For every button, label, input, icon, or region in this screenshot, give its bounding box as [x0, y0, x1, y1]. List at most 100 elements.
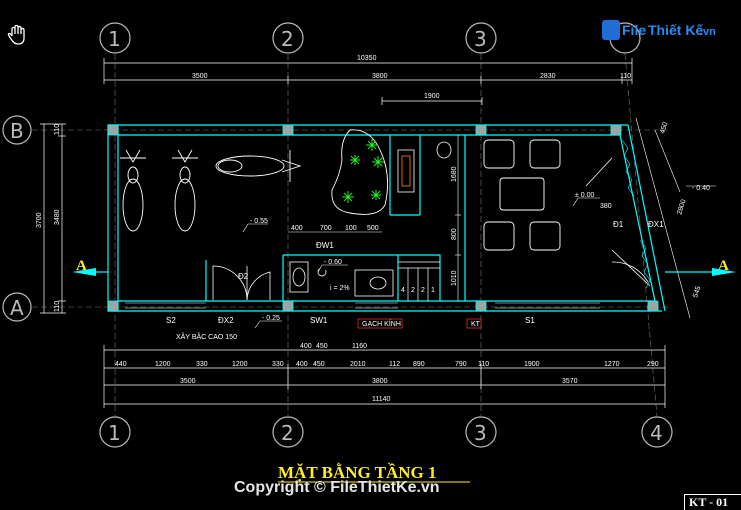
zigzag-wall — [621, 139, 651, 289]
axis-bubble-B — [2, 115, 32, 145]
axis-label-2-bottom: 2 — [281, 421, 294, 445]
cabinet-inner — [401, 155, 411, 187]
axis-label-3-bottom: 3 — [474, 421, 487, 445]
axis-bubble-2-top — [272, 22, 304, 54]
dim-left-inner: 3480 — [54, 209, 61, 225]
dim-bottom-400: 400 — [300, 343, 312, 350]
stair-num-1: 4 — [401, 287, 405, 294]
walls — [107, 124, 666, 312]
dim-bottom-1160: 1160 — [352, 343, 367, 350]
axis-label-4-bottom: 4 — [650, 421, 663, 445]
sofa-set — [483, 139, 561, 251]
glass-tag-box — [357, 318, 403, 329]
dim-inner-1680: 1680 — [451, 166, 458, 182]
axis-label-1-top: 1 — [108, 27, 121, 51]
label-dx1: ĐX1 — [648, 220, 664, 229]
dim-bottom-r1-7: 2010 — [350, 361, 366, 368]
level-060: - 0.60 — [324, 259, 342, 266]
dim-bottom-r1-1: 1200 — [155, 361, 171, 368]
dim-bottom-450: 450 — [316, 343, 328, 350]
level-055: - 0.55 — [250, 218, 268, 225]
tree-icons — [342, 139, 384, 203]
sheet-code: KT - 01 — [684, 494, 741, 510]
axis-label-2-top: 2 — [281, 27, 294, 51]
dim-top-c: 2830 — [540, 73, 556, 80]
section-arrow-left — [72, 268, 96, 276]
dim-bottom-r2-1: 3800 — [372, 378, 388, 385]
dim-bottom-r1-14: 290 — [647, 361, 659, 368]
dim-bottom-r1-11: 110 — [478, 361, 489, 368]
label-kt: KT — [471, 321, 481, 328]
level-right: - 0.40 — [692, 185, 710, 192]
dim-bottom-r1-6: 450 — [313, 361, 325, 368]
dim-bottom-r1-10: 790 — [455, 361, 467, 368]
brand-text-thietke: Thiết Kế — [648, 22, 703, 38]
kt-tag-box — [466, 318, 482, 329]
section-arrow-right — [712, 268, 736, 276]
axis-label-B: B — [10, 119, 24, 143]
label-s2: S2 — [166, 316, 176, 325]
dim-bottom-r1-0: 440 — [115, 361, 127, 368]
dim-top-inner: 1900 — [424, 93, 440, 100]
slope-label: i = 2% — [330, 285, 350, 292]
columns — [107, 124, 659, 312]
dim-bottom-r1-12: 1900 — [524, 361, 540, 368]
dimension-lines-inner — [288, 135, 461, 301]
dimension-lines-top — [103, 58, 633, 105]
label-dx2: ĐX2 — [218, 316, 234, 325]
dim-top-a: 3500 — [192, 73, 208, 80]
axis-bubble-2-bottom — [272, 416, 304, 448]
dim-right-a: 450 — [659, 121, 669, 134]
dim-inner-700: 700 — [320, 225, 332, 232]
dim-inner-100: 100 — [345, 225, 357, 232]
axis-bubble-3-top — [465, 22, 497, 54]
label-s1: S1 — [525, 316, 535, 325]
dim-top-d: 110 — [620, 73, 631, 80]
dim-bottom-total: 11140 — [372, 396, 391, 403]
label-d1: Đ1 — [613, 220, 624, 229]
dim-right-c: 545 — [692, 285, 702, 298]
section-mark-right: A — [718, 258, 729, 274]
axis-bubble-1-bottom — [99, 416, 131, 448]
dim-inner-380: 380 — [600, 203, 612, 210]
dim-top-total: 10350 — [357, 55, 377, 62]
stair-num-3: 2 — [421, 287, 425, 294]
dim-inner-500: 500 — [367, 225, 379, 232]
section-mark-left: A — [76, 258, 87, 274]
brand-text-file: File — [622, 22, 646, 38]
axis-bubbles-top — [2, 22, 673, 448]
dim-bottom-r1-13: 1270 — [604, 361, 620, 368]
dim-left-total: 3700 — [36, 212, 43, 228]
level-000: ± 0.00 — [575, 192, 595, 199]
label-sw1: SW1 — [310, 316, 328, 325]
dim-inner-1010: 1010 — [451, 270, 458, 286]
copyright-watermark: Copyright © FileThietKe.vn — [234, 479, 440, 496]
axis-bubble-4-bottom — [641, 416, 673, 448]
axis-label-1-bottom: 1 — [108, 421, 121, 445]
dim-inner-800: 800 — [451, 228, 458, 240]
dim-left-top: 110 — [54, 124, 61, 135]
dim-left-bottom: 110 — [54, 301, 61, 312]
stairs — [398, 261, 440, 301]
dim-bottom-r1-2: 330 — [196, 361, 208, 368]
cabinet — [397, 149, 415, 193]
dim-bottom-r2-2: 3570 — [562, 378, 578, 385]
drawing-title: MẶT BẰNG TẦNG 1 — [278, 463, 437, 482]
axis-bubble-A — [2, 292, 32, 322]
hand-pan-icon[interactable] — [6, 24, 28, 46]
garden-outline — [331, 129, 389, 215]
dim-bottom-r1-9: 890 — [413, 361, 425, 368]
dim-bottom-r1-4: 330 — [272, 361, 284, 368]
stair-num-4: 1 — [431, 287, 435, 294]
brand-logo-icon — [602, 20, 620, 40]
label-step: XÂY BẬC CAO 150 — [176, 332, 237, 341]
dim-right-b: 2800 — [676, 199, 688, 216]
dim-bottom-r1-8: 112 — [389, 361, 400, 368]
dim-bottom-r2-0: 3500 — [180, 378, 196, 385]
dimension-lines-right — [635, 117, 716, 319]
label-glass: GẠCH KÍNH — [362, 319, 401, 328]
dim-bottom-r1-5: 400 — [296, 361, 308, 368]
dimension-lines-bottom — [103, 345, 666, 408]
axis-label-3-top: 3 — [474, 27, 487, 51]
